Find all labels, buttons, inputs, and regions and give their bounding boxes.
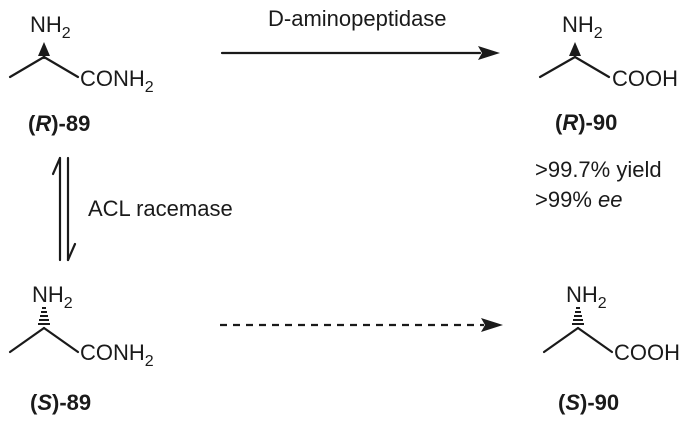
compound-label-r90: (R)-90 bbox=[555, 110, 617, 135]
compound-label-r89: (R)-89 bbox=[28, 111, 90, 136]
hash-bond bbox=[38, 307, 50, 325]
arrow-head bbox=[481, 318, 503, 332]
bond-carbonyl bbox=[42, 55, 80, 79]
amine-label: NH2 bbox=[30, 12, 71, 42]
wedge-bond bbox=[38, 42, 50, 56]
bond-carbonyl bbox=[576, 326, 614, 354]
bond-methyl bbox=[8, 55, 46, 79]
amine-label: NH2 bbox=[566, 282, 607, 312]
bond-methyl bbox=[538, 55, 577, 79]
wedge-bond bbox=[569, 42, 581, 56]
ee-text: >99% ee bbox=[535, 187, 622, 212]
amine-label: NH2 bbox=[32, 282, 73, 312]
results-block: >99.7% yield >99% ee bbox=[535, 157, 662, 212]
bond-carbonyl bbox=[573, 55, 611, 79]
molecule-s89: NH2 CONH2 (S)-89 bbox=[8, 282, 154, 415]
amine-label: NH2 bbox=[562, 12, 603, 42]
amide-label: CONH2 bbox=[80, 66, 154, 96]
bond-methyl bbox=[542, 326, 580, 354]
bond-carbonyl bbox=[42, 326, 80, 354]
equilibrium-arrows: ACL racemase bbox=[51, 156, 233, 262]
arrow-head bbox=[478, 46, 500, 60]
compound-label-s89: (S)-89 bbox=[30, 390, 91, 415]
arrow-dashed bbox=[220, 318, 503, 332]
yield-text: >99.7% yield bbox=[535, 157, 662, 182]
compound-label-s90: (S)-90 bbox=[558, 390, 619, 415]
enzyme-label-top: D-aminopeptidase bbox=[268, 6, 447, 31]
acid-label: COOH bbox=[614, 340, 680, 365]
molecule-s90: NH2 COOH (S)-90 bbox=[542, 282, 680, 415]
amide-label: CONH2 bbox=[80, 340, 154, 370]
arrow-d-aminopeptidase: D-aminopeptidase bbox=[220, 6, 500, 60]
bond-methyl bbox=[8, 326, 46, 354]
molecule-r90: NH2 COOH (R)-90 bbox=[538, 12, 678, 135]
equilibrium-up-barb bbox=[51, 156, 62, 176]
equilibrium-down-barb bbox=[66, 242, 77, 262]
hash-bond bbox=[572, 307, 584, 325]
molecule-r89: NH2 CONH2 (R)-89 bbox=[8, 12, 154, 136]
acid-label: COOH bbox=[612, 66, 678, 91]
enzyme-label-racemase: ACL racemase bbox=[88, 196, 233, 221]
